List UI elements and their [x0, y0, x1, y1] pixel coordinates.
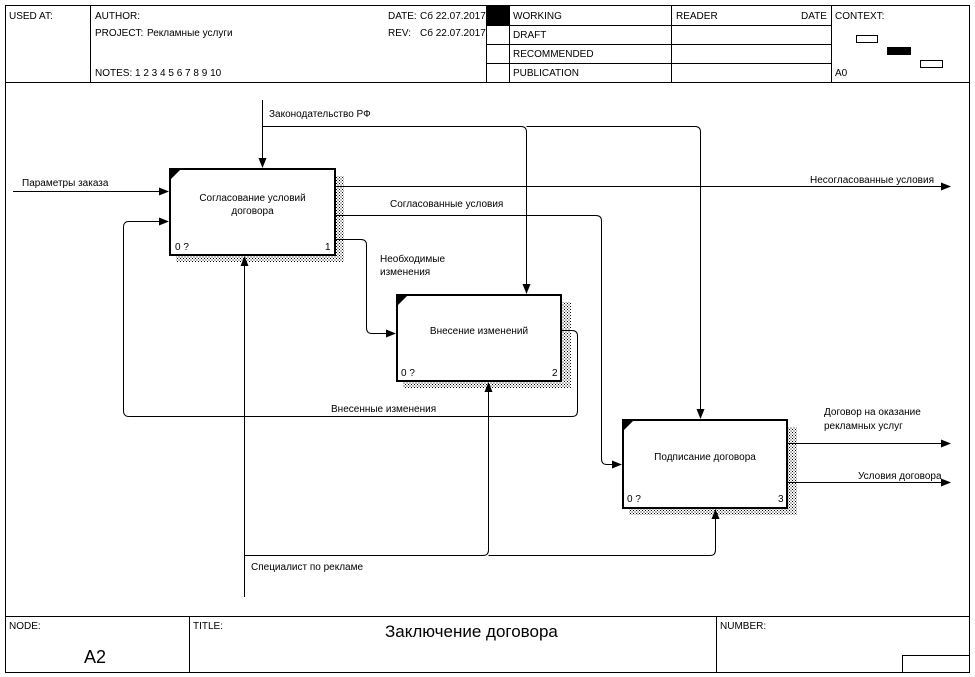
rev-value: Сб 22.07.2017	[420, 28, 486, 39]
title-label: TITLE:	[193, 621, 224, 632]
activity-box-1	[169, 168, 336, 256]
status-working: WORKING	[513, 11, 562, 22]
mechanism-arrow-2	[244, 382, 493, 556]
context-thumbnail	[856, 35, 943, 68]
mechanism-arrow-3	[488, 509, 720, 556]
status-publication: PUBLICATION	[513, 68, 579, 79]
context-node: A0	[835, 68, 848, 79]
activity-box-2	[396, 294, 562, 382]
arrow-needed-changes	[336, 239, 396, 338]
label-made-changes: Внесенные изменения	[331, 404, 437, 415]
page-frame	[5, 5, 970, 673]
activity-box-2-cost: 0 ?	[401, 368, 415, 379]
label-contract-line2: рекламных услуг	[824, 421, 903, 432]
activity-box-1-number: 1	[325, 242, 331, 253]
activity-box-3-cost: 0 ?	[627, 494, 641, 505]
activity-box-2-number: 2	[552, 368, 558, 379]
project-value: Рекламные услуги	[147, 28, 233, 39]
working-status-marker	[487, 6, 509, 25]
status-recommended: RECOMMENDED	[513, 49, 594, 60]
status-draft: DRAFT	[513, 30, 547, 41]
label-contract-line1: Договор на оказание	[824, 407, 921, 418]
arrow-agreed-terms	[336, 215, 622, 469]
label-contract-terms: Условия договора	[858, 471, 942, 482]
date-value: Сб 22.07.2017	[420, 11, 486, 22]
activity-box-1-label: Согласование условий договора	[199, 193, 306, 217]
activity-box-2-label: Внесение изменений	[429, 326, 529, 337]
context-label: CONTEXT:	[835, 11, 885, 22]
notes-label: NOTES: 1 2 3 4 5 6 7 8 9 10	[95, 68, 222, 79]
used-at-label: USED AT:	[9, 11, 53, 22]
activity-box-1-cost: 0 ?	[175, 242, 189, 253]
node-value: A2	[84, 647, 107, 667]
node-label: NODE:	[9, 621, 41, 632]
project-label: PROJECT:	[95, 28, 144, 39]
label-agreed-terms: Согласованные условия	[390, 199, 504, 210]
activity-box-3-number: 3	[778, 494, 784, 505]
label-order-params: Параметры заказа	[22, 178, 109, 189]
rev-label: REV:	[388, 28, 411, 39]
arrow-made-changes	[123, 217, 578, 417]
label-legislation: Законодательство РФ	[269, 109, 371, 120]
diagram-title: Заключение договора	[385, 622, 558, 641]
date-label: DATE:	[388, 11, 417, 22]
label-specialist: Специалист по рекламе	[251, 562, 364, 573]
number-label: NUMBER:	[720, 621, 767, 632]
activity-box-3	[622, 419, 788, 509]
label-rejected-terms: Несогласованные условия	[810, 175, 934, 186]
label-needed-changes-line2: изменения	[380, 267, 431, 278]
author-label: AUTHOR:	[95, 11, 140, 22]
activity-boxes	[169, 168, 788, 509]
arrows	[13, 100, 951, 597]
reader-label: READER	[676, 11, 718, 22]
activity-box-3-label: Подписание договора	[654, 452, 756, 463]
control-arrow-legislation-3	[526, 126, 705, 419]
label-needed-changes-line1: Необходимые	[380, 254, 446, 265]
reader-date-label: DATE	[801, 11, 827, 22]
control-arrow-legislation-2	[262, 126, 531, 294]
